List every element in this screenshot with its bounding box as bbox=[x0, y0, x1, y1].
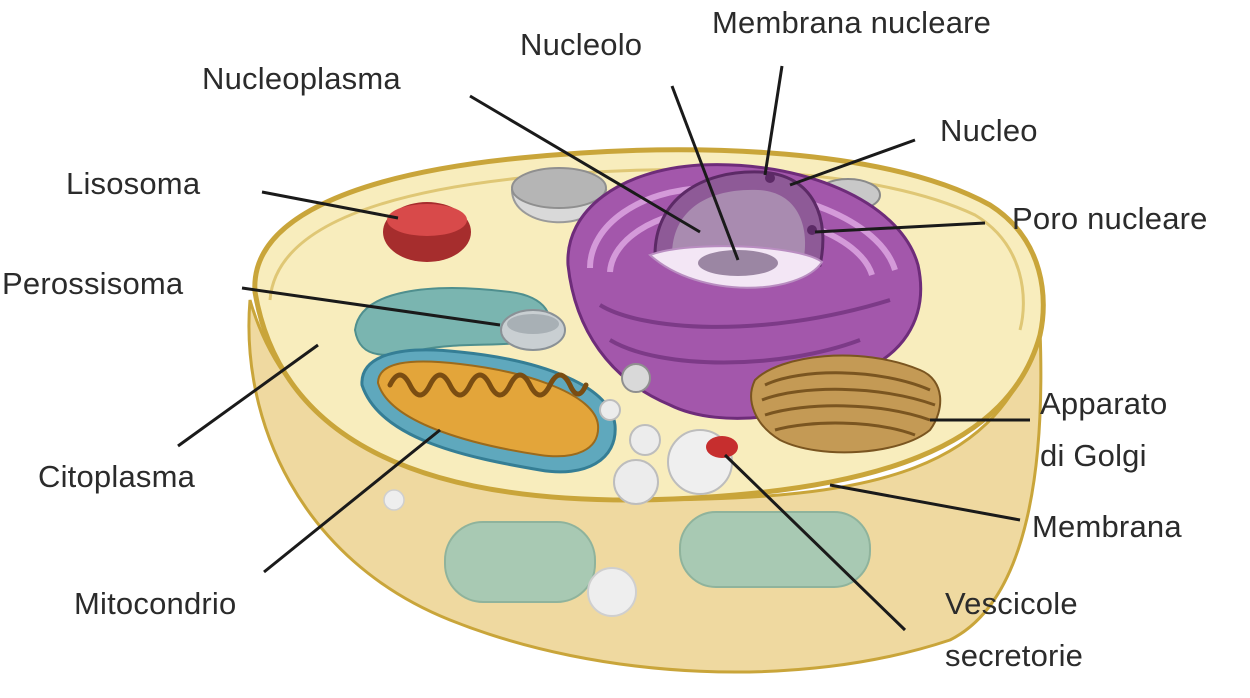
leader-line-vescicole bbox=[723, 453, 907, 632]
nuclear-pore bbox=[765, 173, 775, 183]
label-apparato-golgi: Apparato di Golgi bbox=[1040, 386, 1168, 473]
lysosome bbox=[383, 202, 471, 262]
golgi-apparatus bbox=[750, 354, 942, 454]
label-nucleoplasma: Nucleoplasma bbox=[202, 61, 401, 96]
leader-line-mitocondrio bbox=[263, 428, 441, 574]
lower-mitochondrion-right bbox=[679, 511, 871, 588]
lower-vesicle-small bbox=[383, 489, 405, 511]
vesicle bbox=[621, 363, 651, 393]
lower-vesicle bbox=[587, 567, 637, 617]
leader-line-nucleolo bbox=[670, 85, 740, 261]
leader-line-nucleoplasma bbox=[469, 94, 701, 234]
mitochondrion-cristae bbox=[387, 372, 589, 398]
label-perossisoma: Perossisoma bbox=[2, 266, 184, 301]
label-membrana-nucleare: Membrana nucleare bbox=[712, 5, 992, 40]
vesicles bbox=[599, 363, 738, 505]
label-poro-nucleare: Poro nucleare bbox=[1012, 201, 1208, 236]
label-vescicole-secretorie: Vescicole secretorie bbox=[945, 586, 1084, 673]
vesicle bbox=[613, 459, 659, 505]
label-membrana: Membrana bbox=[1032, 509, 1182, 544]
lower-organelles bbox=[383, 489, 871, 617]
label-citoplasma: Citoplasma bbox=[38, 459, 196, 494]
leader-line-citoplasma bbox=[177, 343, 319, 448]
label-mitocondrio: Mitocondrio bbox=[74, 586, 237, 621]
lower-mitochondrion-left bbox=[444, 521, 596, 603]
label-nucleolo: Nucleolo bbox=[520, 27, 643, 62]
leader-line-nucleo bbox=[789, 138, 916, 187]
cup-vesicle bbox=[510, 167, 608, 224]
leader-lines bbox=[177, 65, 1030, 632]
label-nucleo: Nucleo bbox=[940, 113, 1038, 148]
leader-line-lisosoma bbox=[261, 190, 399, 220]
peroxisome bbox=[500, 309, 566, 351]
nuclear-pore bbox=[807, 225, 817, 235]
mitochondrion bbox=[353, 287, 617, 474]
nucleoplasm bbox=[672, 189, 806, 262]
leader-line-poro-nucleare bbox=[814, 221, 986, 234]
nucleolus bbox=[698, 250, 778, 276]
leader-line-perossisoma bbox=[241, 286, 501, 327]
label-lisosoma: Lisosoma bbox=[66, 166, 201, 201]
secretory-vesicle-core bbox=[706, 436, 738, 458]
leader-line-membrana bbox=[829, 483, 1021, 522]
vesicle bbox=[629, 424, 661, 456]
leader-line-membrana-nucleare bbox=[763, 65, 784, 176]
vesicle bbox=[599, 399, 621, 421]
